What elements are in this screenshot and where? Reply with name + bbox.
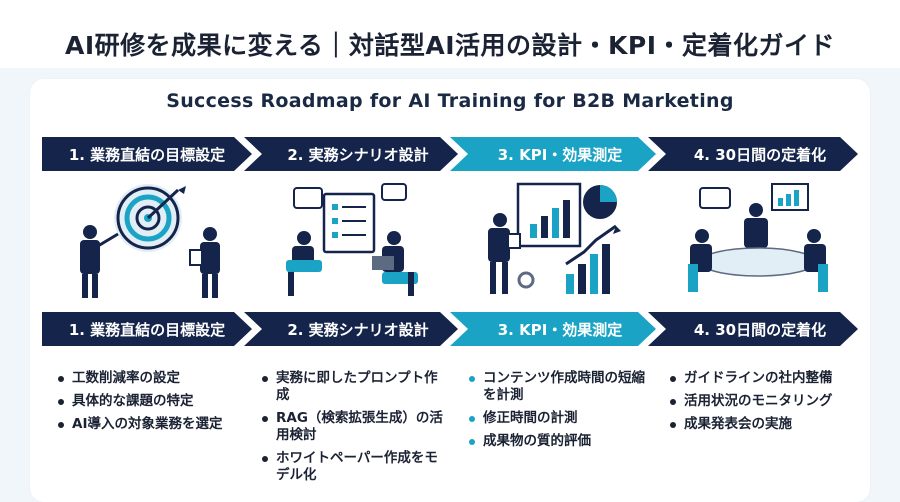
step-3-bullet-list: コンテンツ作成時間の短縮を計測 修正時間の計測 成果物の質的評価 [465,370,645,456]
step-2-bullet-list: 実務に即したプロンプト作成 RAG（検索拡張生成）の活用検討 ホワイトペーパー作… [258,370,448,490]
step-4-bullet-list: ガイドラインの社内整備 活用状況のモニタリング 成果発表会の実施 [666,370,861,439]
step-1-label: 1. 業務直結の目標設定 [42,312,252,346]
list-item: RAG（検索拡張生成）の活用検討 [258,410,448,444]
step-1-bullet-list: 工数削減率の設定 具体的な課題の特定 AI導入の対象業務を選定 [54,370,249,439]
list-item: 実務に即したプロンプト作成 [258,370,448,404]
list-item: 工数削減率の設定 [54,370,249,387]
list-item: 成果物の質的評価 [465,433,645,450]
list-item: 具体的な課題の特定 [54,393,249,410]
list-item: ホワイトペーパー作成をモデル化 [258,450,448,484]
list-item: コンテンツ作成時間の短縮を計測 [465,370,645,404]
step-4-label: 4. 30日間の定着化 [648,312,858,346]
step-1-header: 1. 業務直結の目標設定 [42,137,252,171]
step-2-header: 2. 実務シナリオ設計 [244,137,458,171]
team-meeting-icon [688,183,828,292]
step-2-label: 2. 実務シナリオ設計 [244,312,458,346]
step-3-header: 3. KPI・効果測定 [450,137,656,171]
roadmap-subtitle: Success Roadmap for AI Training for B2B … [166,90,734,112]
list-item: ガイドラインの社内整備 [666,370,861,387]
list-item: 成果発表会の実施 [666,416,861,433]
scenario-planning-laptops-icon [286,183,418,296]
page-title: AI研修を成果に変える｜対話型AI活用の設計・KPI・定着化ガイド [64,31,836,60]
list-item: 活用状況のモニタリング [666,393,861,410]
step-4-header: 4. 30日間の定着化 [648,137,858,171]
list-item: AI導入の対象業務を選定 [54,416,249,433]
step-3-label: 3. KPI・効果測定 [450,312,656,346]
target-with-presenters-icon [80,184,220,298]
kpi-chart-presentation-icon [488,182,621,294]
list-item: 修正時間の計測 [465,410,645,427]
